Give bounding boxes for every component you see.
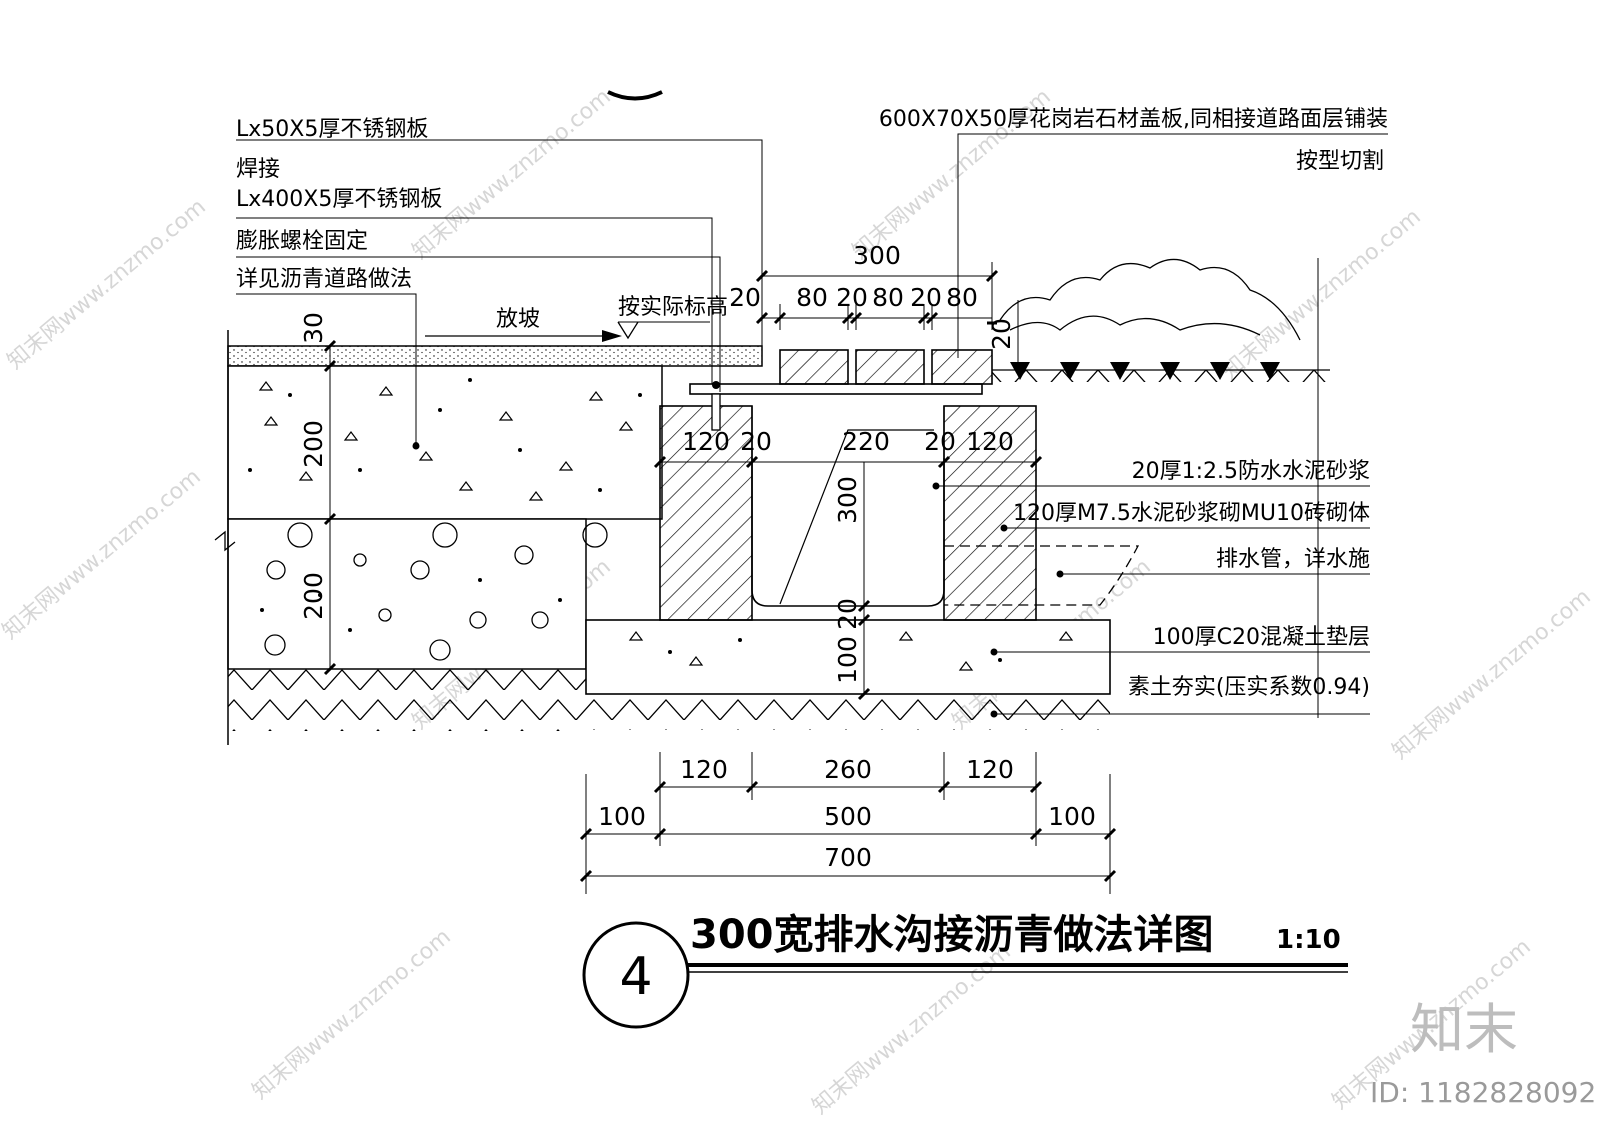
dim-top-20a: 20 [836, 283, 868, 312]
dim-bot-700: 700 [824, 843, 872, 872]
image-id: ID: 1182828092 [1370, 1076, 1596, 1109]
dim-bot-500: 500 [824, 802, 872, 831]
watermark-text: 知末网www.znzmo.com [248, 924, 456, 1104]
brand-watermark: 知末 [1410, 998, 1518, 1061]
dim-mid-20a: 20 [740, 427, 772, 456]
dim-top-80b: 80 [872, 283, 904, 312]
drawing-title: 300宽排水沟接沥青做法详图 [690, 912, 1214, 958]
dimension-ticks [323, 269, 1117, 883]
planting-area [992, 258, 1330, 718]
dim-top-80c: 80 [946, 283, 978, 312]
break-mark [214, 530, 236, 552]
leader-dots [412, 442, 1064, 718]
drainage-channel [585, 349, 1140, 730]
watermark-text: 知末网www.znzmo.com [3, 194, 211, 374]
label-compacted-soil: 素土夯实(压实系数0.94) [1128, 675, 1370, 700]
watermark-text: 知末网www.znzmo.com [1388, 584, 1596, 764]
dim-top-80a: 80 [796, 283, 828, 312]
dim-bot-100a: 100 [598, 802, 646, 831]
dim-bot-100b: 100 [1048, 802, 1096, 831]
label-weld: 焊接 [236, 157, 280, 182]
label-mortar: 20厚1:2.5防水水泥砂浆 [1132, 459, 1370, 484]
watermark-text: 知末网www.znzmo.com [1218, 204, 1426, 384]
dim-top-20: 20 [729, 283, 761, 312]
dim-v-100: 100 [833, 636, 862, 684]
dim-left-200a: 200 [299, 420, 328, 468]
label-asphalt-ref: 详见沥青道路做法 [236, 267, 412, 292]
drawing-scale: 1:10 [1276, 925, 1341, 955]
dim-v-20: 20 [833, 598, 862, 630]
detail-number: 4 [619, 947, 652, 1007]
dim-top-20b: 20 [910, 283, 942, 312]
label-expansion-bolt: 膨胀螺栓固定 [236, 229, 368, 254]
label-brick: 120厚M7.5水泥砂浆砌MU10砖砌体 [1013, 501, 1370, 526]
arc-fragment [607, 90, 663, 101]
label-steel-angle-small: Lx50X5厚不锈钢板 [236, 117, 428, 142]
watermark-text: 知末网www.znzmo.com [408, 84, 616, 264]
label-cut-to-shape: 按型切割 [1296, 149, 1384, 174]
dim-v-300: 300 [833, 476, 862, 524]
label-drain-pipe: 排水管，详水施 [1216, 547, 1370, 572]
label-slope: 放坡 [496, 307, 540, 332]
label-stone-cover: 600X70X50厚花岗岩石材盖板,同相接道路面层铺装 [879, 107, 1388, 132]
dim-mid-220: 220 [842, 427, 890, 456]
dim-bot-120a: 120 [680, 755, 728, 784]
dim-top-total: 300 [853, 241, 901, 270]
detail-circle [582, 921, 690, 1029]
dimension-lines [329, 262, 1111, 894]
dim-bot-120b: 120 [966, 755, 1014, 784]
dim-mid-20b: 20 [924, 427, 956, 456]
dim-left-30: 30 [299, 312, 328, 344]
watermark-text: 知末网www.znzmo.com [0, 464, 206, 644]
dim-mid-120a: 120 [682, 427, 730, 456]
label-concrete-pad: 100厚C20混凝土垫层 [1153, 625, 1370, 650]
dim-v-20-right: 20 [987, 318, 1016, 350]
asphalt-pavement [227, 330, 763, 745]
dim-left-200b: 200 [299, 572, 328, 620]
dim-mid-120b: 120 [966, 427, 1014, 456]
label-elevation: 按实际标高 [618, 295, 728, 320]
elevation-marker [617, 321, 639, 340]
dim-bot-260: 260 [824, 755, 872, 784]
slope-arrow-head [602, 330, 622, 342]
label-steel-angle-large: Lx400X5厚不锈钢板 [236, 187, 442, 212]
